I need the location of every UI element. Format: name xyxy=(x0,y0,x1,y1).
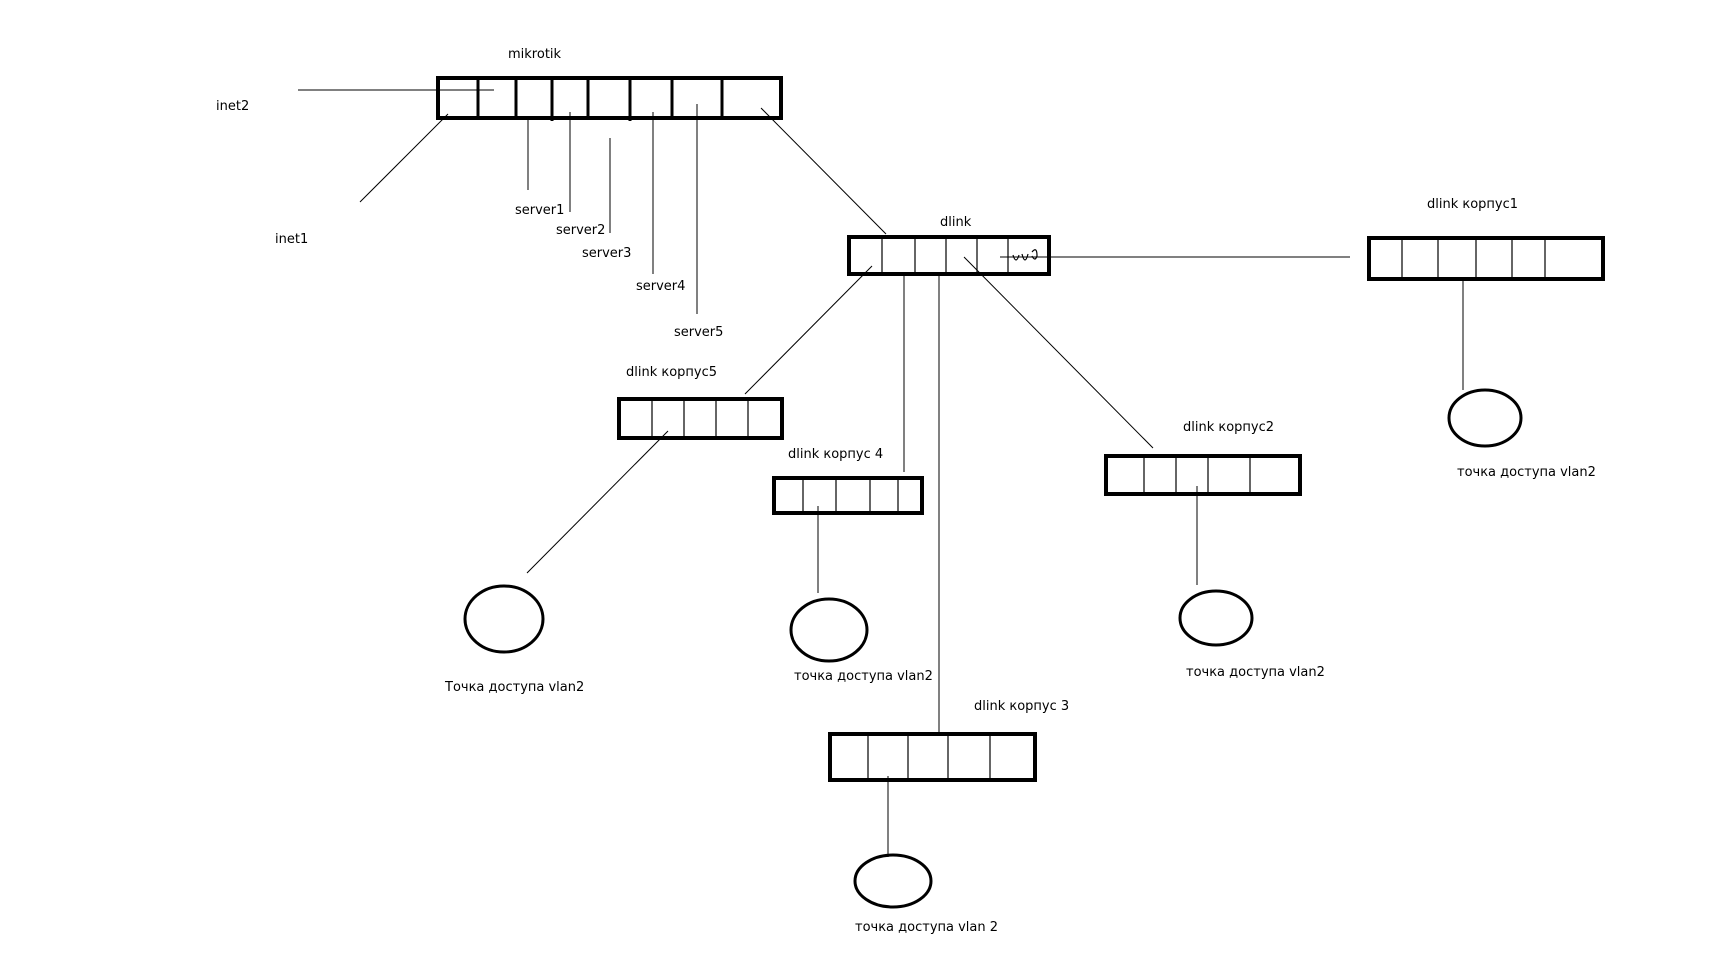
ap3-label: точка доступа vlan 2 xyxy=(855,920,998,935)
ap2-label: точка доступа vlan2 xyxy=(1186,665,1325,680)
server4-label: server4 xyxy=(636,279,685,294)
mikrotik-switch xyxy=(436,76,783,121)
korpus4-switch xyxy=(772,476,924,515)
ap5-label: Точка доступа vlan2 xyxy=(444,680,584,695)
access-point-4 xyxy=(789,597,869,663)
inet2-label: inet2 xyxy=(216,99,249,114)
dlink-scribble xyxy=(1012,249,1038,261)
korpus2-label: dlink корпус2 xyxy=(1183,420,1274,435)
korpus2-box xyxy=(1104,454,1302,496)
dlink-korpus2-link xyxy=(963,256,1154,449)
korpus4-box xyxy=(772,476,924,515)
korpus5-ap-link xyxy=(526,430,669,574)
korpus2-switch xyxy=(1104,454,1302,496)
korpus5-box xyxy=(617,397,784,440)
access-point-1 xyxy=(1447,388,1523,448)
korpus4-label: dlink корпус 4 xyxy=(788,447,883,462)
server5-label: server5 xyxy=(674,325,723,340)
mikrotik-dlink-link xyxy=(760,107,887,235)
korpus3-switch xyxy=(828,732,1037,782)
access-point-3 xyxy=(853,853,933,909)
korpus1-box xyxy=(1367,236,1605,281)
ap4-label: точка доступа vlan2 xyxy=(794,669,933,684)
korpus5-label: dlink корпус5 xyxy=(626,365,717,380)
inet1-label: inet1 xyxy=(275,232,308,247)
server2-label: server2 xyxy=(556,223,605,238)
ap1-label: точка доступа vlan2 xyxy=(1457,465,1596,480)
access-point-2 xyxy=(1178,589,1254,647)
server3-label: server3 xyxy=(582,246,631,261)
korpus1-label: dlink корпус1 xyxy=(1427,197,1518,212)
access-point-5 xyxy=(463,584,545,654)
mikrotik-label: mikrotik xyxy=(508,47,562,62)
dlink-label: dlink xyxy=(940,215,972,230)
korpus3-box xyxy=(828,732,1037,782)
dlink-korpus5-link xyxy=(744,265,873,395)
inet1-link xyxy=(359,113,449,203)
mikrotik-box xyxy=(436,76,783,120)
server1-label: server1 xyxy=(515,203,564,218)
korpus1-switch xyxy=(1367,236,1605,281)
korpus3-label: dlink корпус 3 xyxy=(974,699,1069,714)
dlink-box xyxy=(847,235,1051,276)
dlink-switch xyxy=(847,235,1051,276)
korpus5-switch xyxy=(617,397,784,440)
